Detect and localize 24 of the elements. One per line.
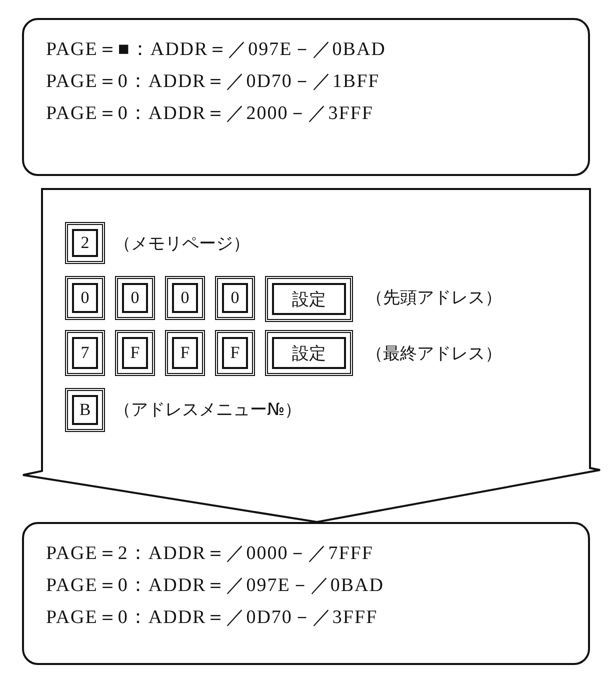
key-cap: F	[215, 330, 255, 376]
key-cap: B	[65, 388, 105, 432]
address-line: PAGE＝0：ADDR＝／0D70－／1BFF	[46, 70, 381, 94]
key-cap: 設定	[265, 276, 353, 322]
text-panel	[22, 18, 590, 176]
key-cap: 0	[65, 276, 105, 320]
key-cap: 0	[165, 276, 205, 320]
key-cap: F	[115, 330, 155, 376]
address-line: PAGE＝0：ADDR＝／097E－／0BAD	[46, 574, 385, 598]
annotation-text: （先頭アドレス）	[366, 287, 502, 309]
annotation-text: （メモリページ）	[114, 233, 250, 255]
address-line: PAGE＝0：ADDR＝／2000－／3FFF	[46, 102, 374, 126]
address-line: PAGE＝■：ADDR＝／097E－／0BAD	[46, 38, 387, 62]
key-cap: 0	[215, 276, 255, 320]
annotation-text: （最終アドレス）	[366, 343, 502, 365]
key-cap: 2	[65, 222, 105, 264]
key-cap: F	[165, 330, 205, 376]
address-line: PAGE＝2：ADDR＝／0000－／7FFF	[46, 542, 374, 566]
annotation-text: （アドレスメニュー№）	[114, 399, 302, 421]
key-cap: 0	[115, 276, 155, 320]
key-cap: 7	[65, 330, 105, 376]
key-cap: 設定	[265, 330, 353, 376]
address-line: PAGE＝0：ADDR＝／0D70－／3FFF	[46, 606, 379, 630]
text-panel	[22, 522, 590, 665]
